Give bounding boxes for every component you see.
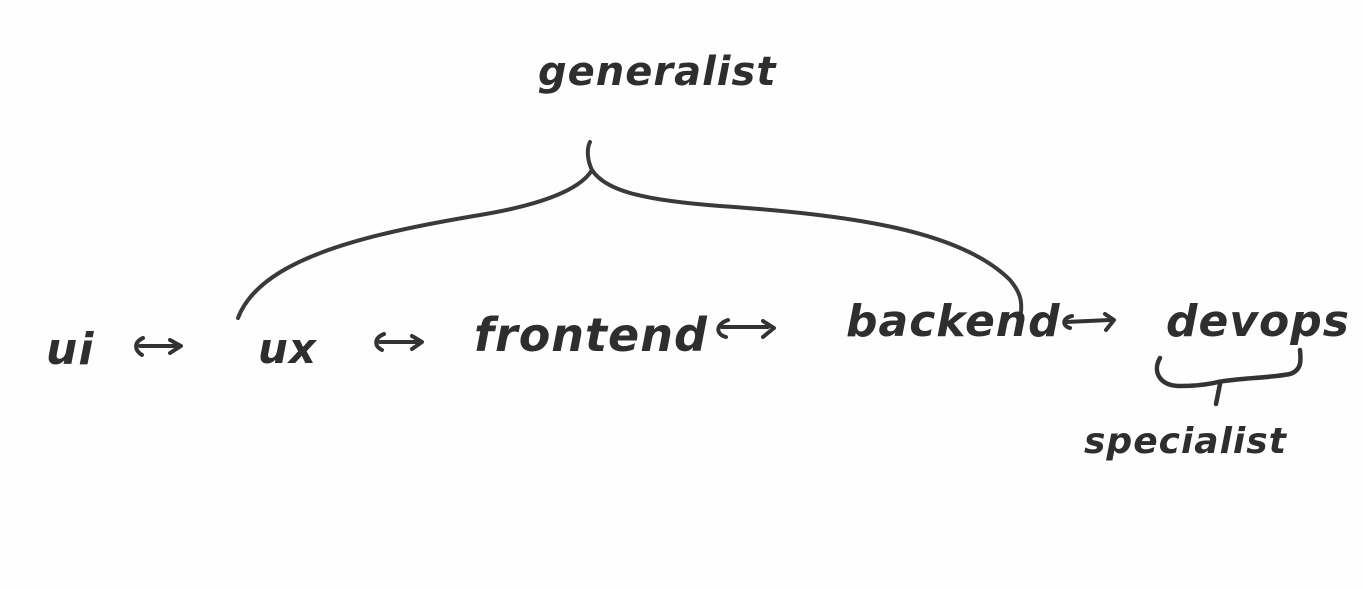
double-arrow-icon (716, 318, 776, 339)
spectrum-item-devops: devops (1166, 296, 1350, 347)
spectrum-item-backend: backend (846, 296, 1061, 347)
double-arrow-icon (374, 332, 424, 352)
spectrum-item-ux: ux (258, 324, 317, 373)
specialist-label: specialist (1084, 421, 1287, 462)
double-arrow-icon (134, 336, 183, 357)
generalist-label: generalist (538, 49, 777, 95)
specialist-brace (1154, 347, 1303, 407)
spectrum-item-ui: ui (46, 324, 95, 375)
generalist-brace (236, 140, 1024, 320)
spectrum-item-frontend: frontend (474, 308, 708, 362)
double-arrow-icon (1062, 312, 1116, 332)
